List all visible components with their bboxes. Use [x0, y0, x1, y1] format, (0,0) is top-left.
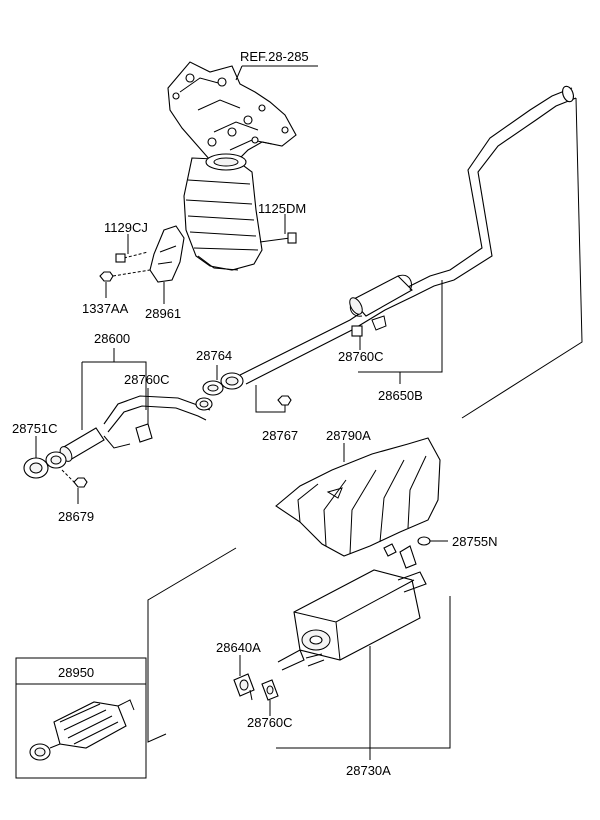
bracket-28600 [81, 348, 147, 430]
nut-28679 [61, 469, 88, 488]
bracket-28650b [358, 280, 443, 384]
gasket-28764 [202, 372, 244, 396]
bracket-28961 [149, 225, 185, 283]
hanger-28760c-bottom [261, 679, 279, 701]
reference-line-right [461, 97, 583, 419]
label-28961: 28961 [145, 306, 181, 321]
front-pipe [59, 395, 213, 462]
nut-28767 [277, 395, 292, 406]
inset-catalytic-converter [29, 699, 135, 761]
label-28760c-top: 28760C [338, 349, 384, 364]
label-28950: 28950 [58, 665, 94, 680]
label-28760c-bottom: 28760C [247, 715, 293, 730]
label-28760c-mid: 28760C [124, 372, 170, 387]
catalytic-converter [183, 153, 263, 271]
label-1337aa: 1337AA [82, 301, 129, 316]
inset-box-28950 [15, 657, 147, 779]
label-28755n: 28755N [452, 534, 498, 549]
ref-label: REF.28-285 [240, 49, 309, 64]
hanger-28760c-top [351, 315, 387, 337]
exhaust-manifold [167, 61, 297, 169]
reference-line-left [147, 547, 237, 743]
label-28767: 28767 [262, 428, 298, 443]
nut-1337aa [99, 269, 151, 282]
bracket-28730a [276, 596, 451, 760]
gasket-28751c [23, 451, 67, 479]
ref-leader-arrow [235, 65, 243, 81]
label-28730a: 28730A [346, 763, 391, 778]
label-28679: 28679 [58, 509, 94, 524]
label-28640a: 28640A [216, 640, 261, 655]
label-28790a: 28790A [326, 428, 371, 443]
bolt-1125dm [259, 232, 297, 244]
rear-muffler [277, 569, 427, 671]
hanger-28760c-mid [135, 423, 153, 443]
label-28600: 28600 [94, 331, 130, 346]
label-28764: 28764 [196, 348, 232, 363]
clamp-28640a [233, 673, 255, 701]
heat-shield [275, 437, 441, 557]
label-1129cj: 1129CJ [104, 220, 148, 235]
label-28751c: 28751C [12, 421, 58, 436]
clip-28755n [383, 536, 431, 569]
label-28650b: 28650B [378, 388, 423, 403]
bolt-1129cj [115, 251, 149, 263]
resonator [349, 274, 413, 317]
label-1125dm: 1125DM [258, 201, 306, 216]
